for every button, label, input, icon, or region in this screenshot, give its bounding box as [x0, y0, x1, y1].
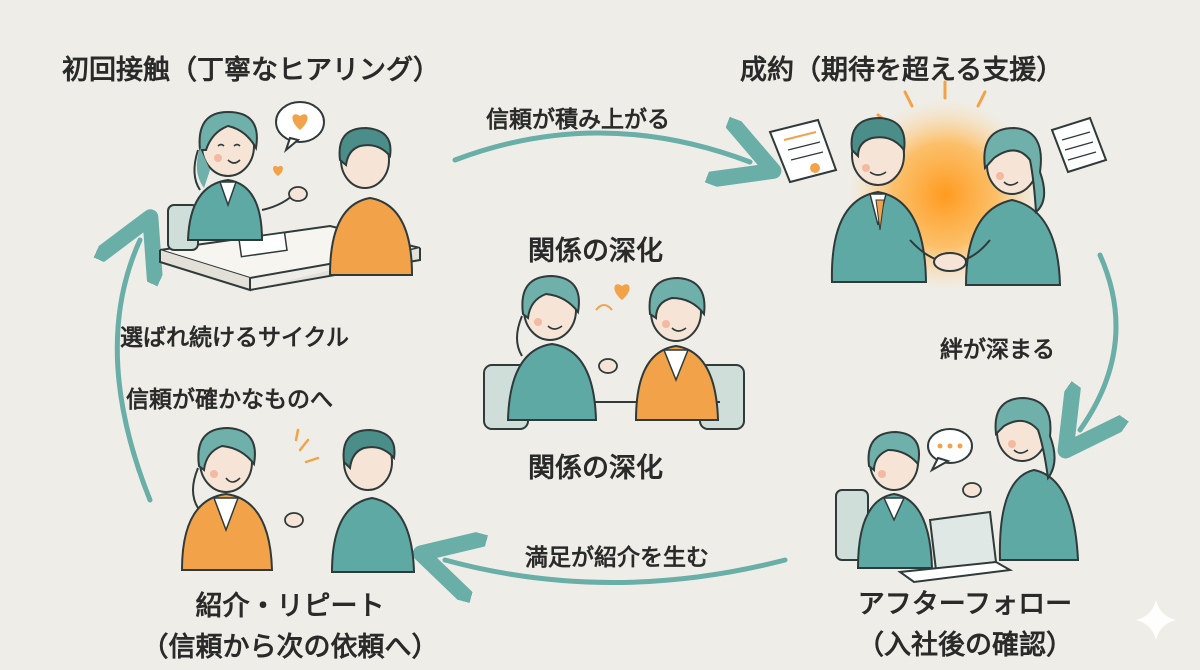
stage-referral-title: 紹介・リピート （信頼から次の依頼へ）: [110, 584, 470, 664]
sparkle-icon: [1136, 600, 1176, 640]
heart-icon: [273, 165, 283, 176]
stage-initial-contact-title: 初回接触（丁寧なヒアリング）: [62, 55, 440, 86]
arrow-right: [1080, 252, 1116, 430]
arrow-right-label: 絆が深まる: [940, 337, 1055, 363]
heart-icon: [614, 284, 630, 300]
scene-referral: [180, 426, 416, 573]
arrow-top: [452, 133, 750, 162]
speech-bubble-icon: [927, 428, 973, 473]
scene-relationship-deepening: [483, 274, 745, 430]
scene-initial-contact: [159, 101, 421, 292]
scene-contract: [768, 80, 1108, 290]
laptop-icon: [897, 510, 1014, 584]
scene-after-follow: [835, 396, 1080, 584]
left-side-line1: 選ばれ続けるサイクル: [120, 325, 349, 351]
stage-after-follow-line1: アフターフォロー: [857, 589, 1073, 620]
document-icon: [768, 118, 838, 184]
center-bottom-label: 関係の深化: [528, 453, 663, 484]
stage-after-follow-line2: （入社後の確認）: [857, 630, 1073, 661]
stage-referral-line1: 紹介・リピート: [195, 591, 385, 622]
document-icon: [1050, 116, 1108, 174]
center-top-label: 関係の深化: [528, 236, 663, 267]
stage-referral-line2: （信頼から次の依頼へ）: [141, 632, 439, 663]
arrow-left: [117, 240, 150, 503]
stage-after-follow-title: アフターフォロー （入社後の確認）: [820, 582, 1110, 662]
left-side-line2: 信頼が確かなものへ: [126, 387, 333, 413]
heart-icon: [292, 114, 308, 130]
arrow-bottom-label: 満足が紹介を生む: [525, 545, 709, 571]
stage-contract-title: 成約（期待を超える支援）: [740, 55, 1064, 86]
arrow-top-label: 信頼が積み上がる: [486, 107, 670, 133]
arrow-bottom: [445, 560, 788, 583]
